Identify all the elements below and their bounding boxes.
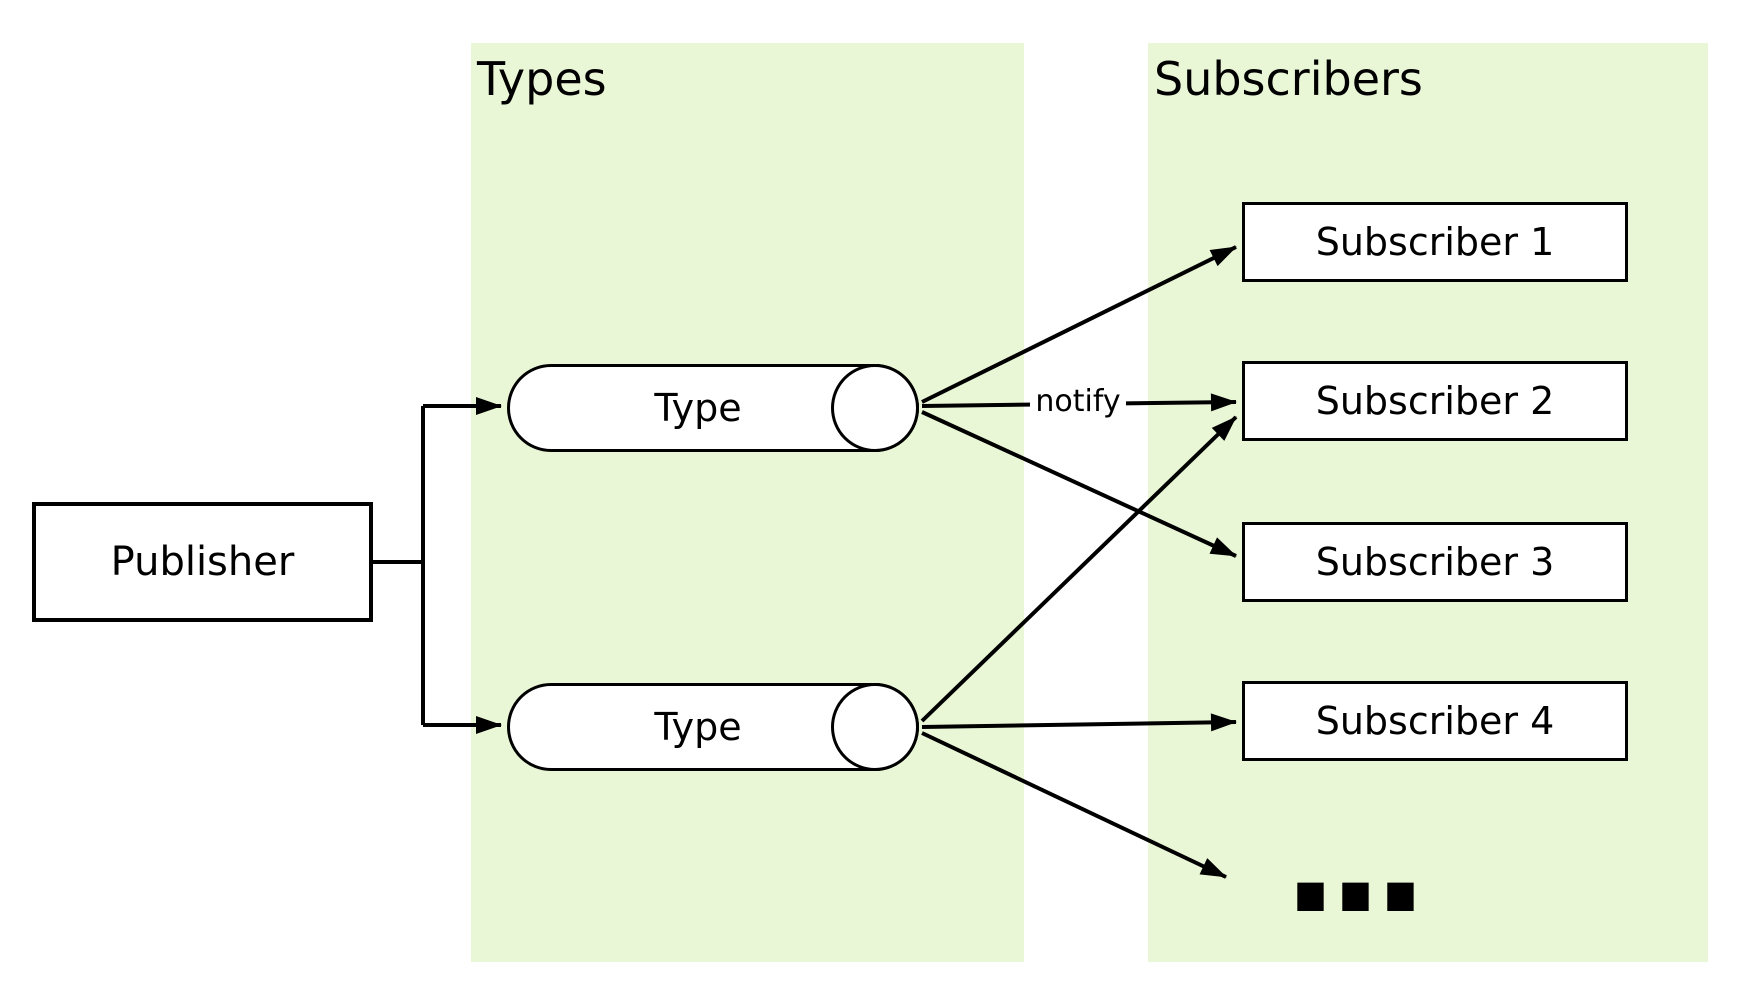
subscriber-node-2: Subscriber 2	[1242, 361, 1628, 441]
edge-type2-to-subscriber4	[921, 713, 1237, 732]
edge-type1-to-subscriber1	[921, 245, 1237, 404]
subscriber-node-3-label: Subscriber 3	[1315, 540, 1555, 584]
edge-type2-to-more-subscribers	[921, 731, 1227, 879]
type-node-2-label: Type	[654, 705, 742, 749]
type-node-1: Type	[507, 364, 919, 452]
subscriber-node-2-label: Subscriber 2	[1315, 379, 1555, 423]
subscriber-node-4-label: Subscriber 4	[1315, 699, 1555, 743]
subscriber-node-1-label: Subscriber 1	[1315, 220, 1555, 264]
edge-publisher-branch	[373, 406, 425, 725]
type-node-1-label: Type	[654, 386, 742, 430]
cylinder-end-circle	[831, 364, 919, 452]
cylinder-end-circle	[831, 683, 919, 771]
publisher-node: Publisher	[32, 502, 373, 622]
subscribers-panel: Subscribers	[1148, 43, 1708, 962]
publisher-label: Publisher	[110, 539, 295, 585]
edge-type1-to-subscriber3	[921, 410, 1237, 558]
more-subscribers-ellipsis: ...	[1282, 773, 1429, 947]
edge-type2-to-subscriber2	[920, 415, 1238, 723]
types-panel: Types	[471, 43, 1024, 962]
notify-edge-label: notify	[1030, 383, 1126, 421]
subscriber-node-3: Subscriber 3	[1242, 522, 1628, 602]
subscriber-node-4: Subscriber 4	[1242, 681, 1628, 761]
types-panel-title: Types	[477, 52, 607, 106]
type-node-2: Type	[507, 683, 919, 771]
subscriber-node-1: Subscriber 1	[1242, 202, 1628, 282]
subscribers-panel-title: Subscribers	[1154, 52, 1423, 106]
